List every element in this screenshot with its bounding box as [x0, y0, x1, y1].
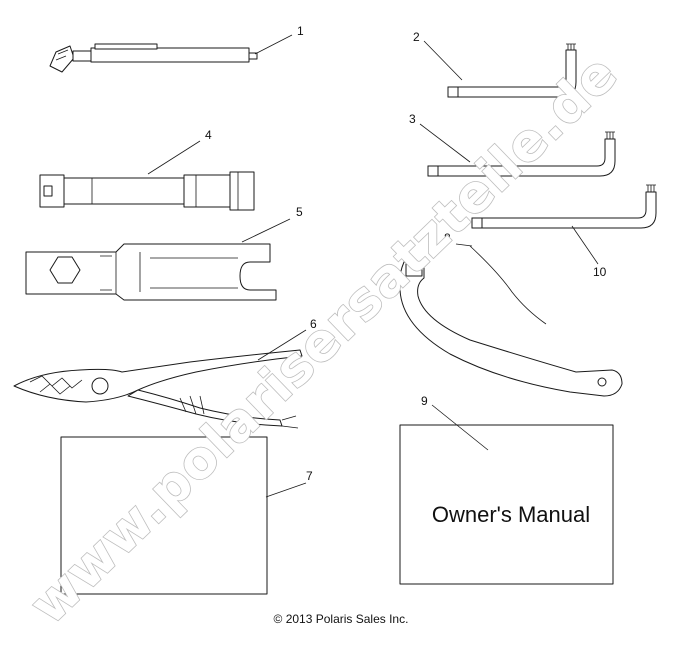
callout-10: 10	[593, 265, 607, 279]
owners-manual-label: Owner's Manual	[432, 502, 590, 527]
callout-7: 7	[306, 469, 313, 483]
part-8-spanner	[399, 245, 623, 397]
callout-5: 5	[296, 205, 303, 219]
leader-lines	[147, 34, 599, 498]
part-4-plug-socket	[39, 171, 255, 211]
part-7-document	[60, 436, 268, 595]
part-5-wrench	[25, 243, 277, 301]
copyright-text: © 2013 Polaris Sales Inc.	[274, 612, 409, 626]
callout-6: 6	[310, 317, 317, 331]
part-2-hex-key	[447, 43, 577, 98]
part-3-hex-key	[427, 131, 616, 177]
part-10-hex-key	[471, 184, 657, 229]
callout-numbers: 1 2 3 4 5 6 7 8 9 10	[205, 24, 607, 483]
part-1-feeler-tool	[49, 43, 258, 73]
part-9-owners-manual: Owner's Manual	[399, 424, 614, 585]
part-6-pliers	[13, 349, 303, 429]
callout-4: 4	[205, 128, 212, 142]
callout-3: 3	[409, 112, 416, 126]
callout-9: 9	[421, 394, 428, 408]
callout-1: 1	[297, 24, 304, 38]
callout-8: 8	[444, 231, 451, 245]
callout-2: 2	[413, 30, 420, 44]
